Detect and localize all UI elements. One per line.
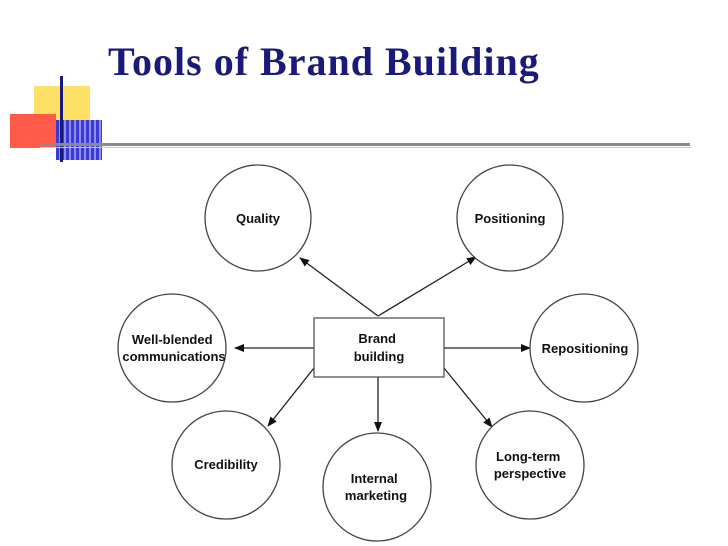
well-blended-line-1: Well-blended: [132, 332, 213, 347]
title-divider: [40, 143, 690, 146]
positioning-node: [456, 164, 564, 272]
arrow-to-long-term: [443, 367, 493, 428]
repositioning-label: Repositioning: [542, 341, 629, 356]
internal-marketing-node: [322, 432, 432, 542]
repositioning-node: [529, 293, 639, 403]
quality-label: Quality: [236, 211, 281, 226]
well-blended-label: Well-blended communications: [122, 332, 225, 364]
arrow-to-positioning: [377, 256, 477, 317]
arrow-to-quality: [299, 257, 379, 317]
brand-building-label: Brand building: [354, 331, 405, 364]
decorative-red-square: [10, 114, 56, 148]
brand-building-box: [313, 317, 445, 378]
brand-building-line-1: Brand: [358, 331, 396, 346]
quality-line-1: Quality: [236, 211, 281, 226]
positioning-label: Positioning: [475, 211, 546, 226]
long-term-line-1: Long-term: [496, 449, 560, 464]
credibility-line-1: Credibility: [194, 457, 258, 472]
internal-marketing-label: Internal marketing: [345, 471, 407, 503]
internal-marketing-line-1: Internal: [351, 471, 398, 486]
internal-marketing-line-2: marketing: [345, 488, 407, 503]
positioning-line-1: Positioning: [475, 211, 546, 226]
quality-node: [204, 164, 312, 272]
long-term-label: Long-term perspective: [494, 449, 566, 481]
long-term-node: [475, 410, 585, 520]
brand-building-line-2: building: [354, 349, 405, 364]
decorative-vertical-line: [60, 76, 63, 162]
repositioning-line-1: Repositioning: [542, 341, 629, 356]
slide-title: Tools of Brand Building: [108, 39, 540, 84]
arrow-to-credibility: [267, 367, 315, 427]
long-term-line-2: perspective: [494, 466, 566, 481]
credibility-label: Credibility: [194, 457, 258, 472]
title-divider-shadow: [40, 147, 690, 148]
credibility-node: [171, 410, 281, 520]
well-blended-line-2: communications: [122, 349, 225, 364]
decorative-blue-square: [56, 120, 102, 160]
well-blended-node: [117, 293, 227, 403]
